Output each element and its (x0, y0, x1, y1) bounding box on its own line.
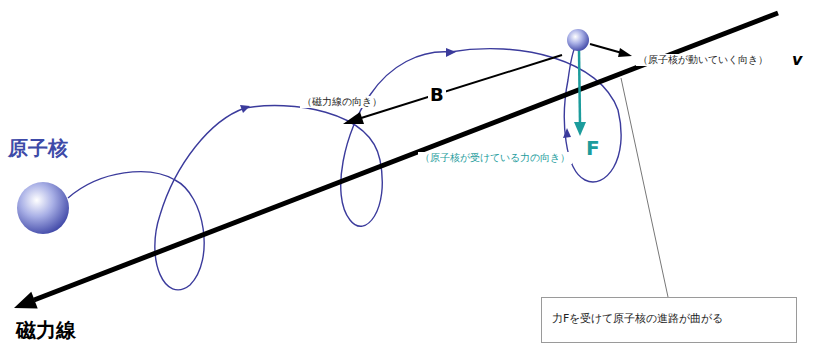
nucleus-label: 原子核 (6, 136, 70, 160)
vector-symbol: v (790, 50, 804, 69)
direction-note: （原子核が動いていく向き） (636, 54, 770, 66)
field-line-label: 磁力線 (14, 318, 78, 342)
note-box: 力Fを受けて原子核の進路が曲がる (541, 297, 797, 343)
f-arrowhead (574, 122, 586, 136)
vector-symbol: F (584, 136, 602, 160)
nucleus-ball (17, 182, 69, 234)
b-arrowhead (343, 112, 364, 124)
leader-line (621, 78, 668, 297)
field-line (34, 13, 778, 300)
direction-note: （磁力線の向き） (300, 96, 384, 108)
nucleus-ball-small (567, 29, 589, 51)
vector-symbol: B (428, 84, 446, 106)
field-line-arrowhead (14, 292, 38, 309)
v-arrow (590, 44, 622, 53)
path-arrowhead (563, 128, 571, 138)
b-arrow (358, 55, 562, 119)
path-arrowhead (446, 48, 456, 57)
note-text: 力Fを受けて原子核の進路が曲がる (552, 312, 786, 326)
f-arrow (579, 50, 580, 124)
path-arrowhead (240, 105, 250, 113)
direction-note: （原子核が受けている力の向き） (418, 152, 572, 164)
v-arrowhead (618, 48, 632, 57)
